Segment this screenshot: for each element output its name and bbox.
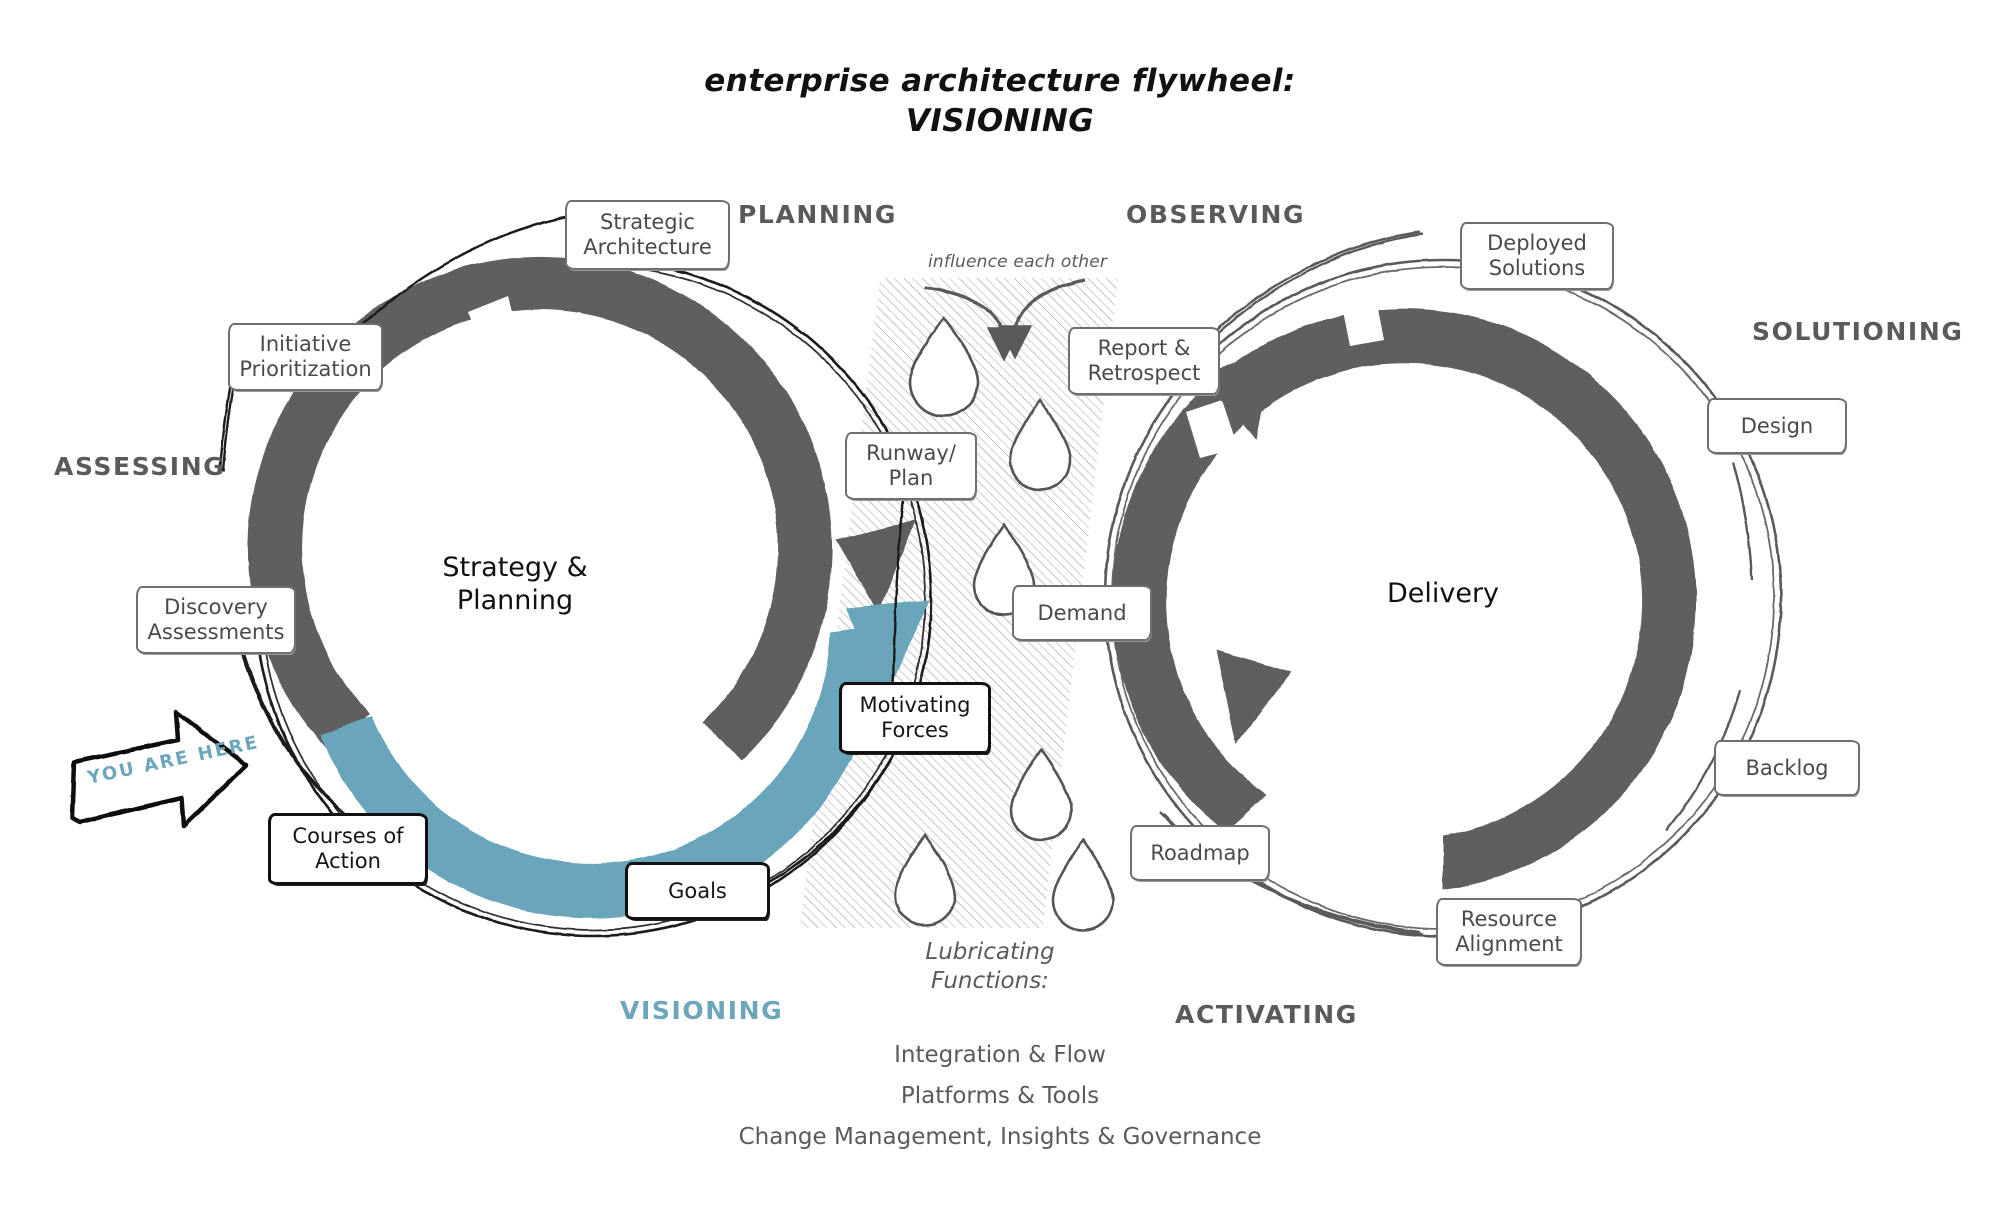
influence-arrowheads bbox=[986, 325, 1033, 362]
page-title: enterprise architecture flywheel: VISION… bbox=[0, 62, 2000, 141]
page-title-line1: enterprise architecture flywheel: bbox=[704, 63, 1296, 99]
node-backlog-line1: Backlog bbox=[1745, 755, 1829, 780]
lubricating-line1: Lubricating bbox=[925, 939, 1055, 965]
left-arc-notch bbox=[468, 296, 520, 360]
right-wheel bbox=[1103, 230, 1783, 938]
left-center-line2: Planning bbox=[456, 584, 574, 616]
left-teal-arc bbox=[320, 625, 884, 919]
node-courses-of-action[interactable]: Courses of Action bbox=[268, 813, 428, 885]
node-deployed-solutions[interactable]: Deployed Solutions bbox=[1460, 222, 1614, 290]
lubricating-line2: Functions: bbox=[931, 967, 1049, 994]
node-roadmap[interactable]: Roadmap bbox=[1130, 825, 1270, 881]
node-runway-plan-line2: Plan bbox=[888, 466, 934, 490]
node-report-retrospect-line2: Retrospect bbox=[1087, 361, 1201, 385]
node-report-retrospect[interactable]: Report & Retrospect bbox=[1068, 327, 1220, 395]
node-motivating-forces-line1: Motivating bbox=[859, 693, 971, 718]
droplet-group bbox=[893, 315, 1115, 932]
node-strategic-architecture-line1: Strategic bbox=[600, 210, 695, 235]
node-runway-plan-line1: Runway/ bbox=[866, 441, 956, 466]
node-motivating-forces-line2: Forces bbox=[881, 718, 949, 742]
node-resource-alignment-line2: Alignment bbox=[1455, 932, 1563, 956]
left-gray-arrowhead bbox=[836, 520, 916, 612]
node-report-retrospect-line1: Report & bbox=[1097, 336, 1191, 361]
node-resource-alignment[interactable]: Resource Alignment bbox=[1436, 898, 1582, 966]
left-gray-arc bbox=[247, 256, 833, 760]
node-demand[interactable]: Demand bbox=[1012, 585, 1152, 641]
phase-label-activating: ACTIVATING bbox=[1175, 1000, 1358, 1029]
lubricating-function-3: Change Management, Insights & Governance bbox=[738, 1124, 1262, 1150]
phase-label-planning: PLANNING bbox=[738, 200, 897, 229]
node-strategic-architecture[interactable]: Strategic Architecture bbox=[565, 200, 730, 270]
node-backlog[interactable]: Backlog bbox=[1714, 740, 1860, 796]
node-deployed-solutions-line2: Solutions bbox=[1488, 256, 1586, 280]
right-wheel-center-label: Delivery bbox=[1386, 578, 1500, 609]
node-initiative-prioritization[interactable]: Initiative Prioritization bbox=[228, 323, 383, 391]
you-are-here-arrow bbox=[69, 709, 249, 829]
node-resource-alignment-line1: Resource bbox=[1460, 907, 1558, 932]
node-discovery-assessments[interactable]: Discovery Assessments bbox=[136, 586, 296, 654]
node-roadmap-line1: Roadmap bbox=[1150, 840, 1250, 865]
node-initiative-prioritization-line1: Initiative bbox=[259, 332, 352, 357]
node-discovery-assessments-line2: Assessments bbox=[147, 620, 285, 644]
phase-label-observing: OBSERVING bbox=[1126, 200, 1306, 229]
node-strategic-architecture-line2: Architecture bbox=[583, 235, 712, 259]
node-goals[interactable]: Goals bbox=[625, 862, 770, 920]
phase-label-solutioning: SOLUTIONING bbox=[1752, 317, 1964, 346]
node-deployed-solutions-line1: Deployed bbox=[1487, 231, 1587, 256]
node-design-line1: Design bbox=[1740, 413, 1814, 438]
node-discovery-assessments-line1: Discovery bbox=[164, 595, 268, 620]
node-goals-line1: Goals bbox=[668, 878, 727, 903]
node-design[interactable]: Design bbox=[1707, 398, 1847, 454]
influence-each-other-label: influence each other bbox=[928, 252, 1108, 272]
lubricating-function-2: Platforms & Tools bbox=[900, 1083, 1100, 1109]
left-teal-arrowhead bbox=[846, 600, 930, 700]
node-demand-line1: Demand bbox=[1037, 600, 1127, 625]
node-initiative-prioritization-line2: Prioritization bbox=[239, 357, 372, 381]
node-runway-plan[interactable]: Runway/ Plan bbox=[845, 432, 977, 500]
lubricating-function-1: Integration & Flow bbox=[894, 1042, 1106, 1068]
node-motivating-forces[interactable]: Motivating Forces bbox=[839, 682, 991, 754]
node-courses-of-action-line2: Action bbox=[315, 849, 381, 873]
phase-label-assessing: ASSESSING bbox=[54, 452, 226, 481]
page-title-line2: VISIONING bbox=[905, 102, 1095, 139]
left-wheel-center-label: Strategy & Planning bbox=[390, 552, 640, 618]
node-courses-of-action-line1: Courses of bbox=[292, 824, 404, 849]
phase-label-visioning: VISIONING bbox=[620, 996, 784, 1025]
left-center-line1: Strategy & bbox=[442, 552, 588, 583]
lubricating-functions-heading: Lubricating Functions: bbox=[880, 938, 1100, 996]
